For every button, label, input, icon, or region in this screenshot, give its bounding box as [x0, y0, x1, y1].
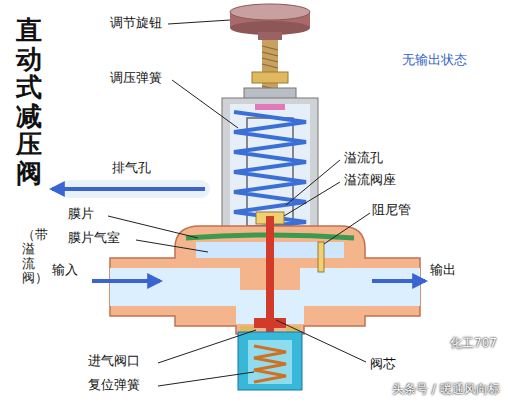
state-label: 无输出状态: [402, 52, 467, 68]
part-label: 排气孔: [112, 160, 151, 176]
port-label: 输出: [430, 262, 456, 278]
part-label: 溢流阀座: [344, 172, 396, 188]
part-label: 溢流孔: [344, 150, 383, 166]
port-label: 输入: [52, 262, 78, 278]
watermark: 头条号 / 暖通风向标: [392, 382, 500, 396]
watermark: 化工707: [450, 336, 497, 350]
title: 直动式减压阀: [16, 16, 42, 188]
part-label: 阻尼管: [372, 202, 411, 218]
part-label: 进气阀口: [88, 353, 140, 369]
part-label: 膜片: [68, 206, 94, 222]
part-label: 复位弹簧: [88, 377, 140, 393]
part-label: 膜片气室: [68, 230, 120, 246]
part-label: 阀芯: [370, 356, 396, 372]
part-label: 调压弹簧: [110, 70, 162, 86]
part-label: 调节旋钮: [110, 15, 162, 31]
subtitle: （带溢流阀）: [22, 228, 35, 285]
